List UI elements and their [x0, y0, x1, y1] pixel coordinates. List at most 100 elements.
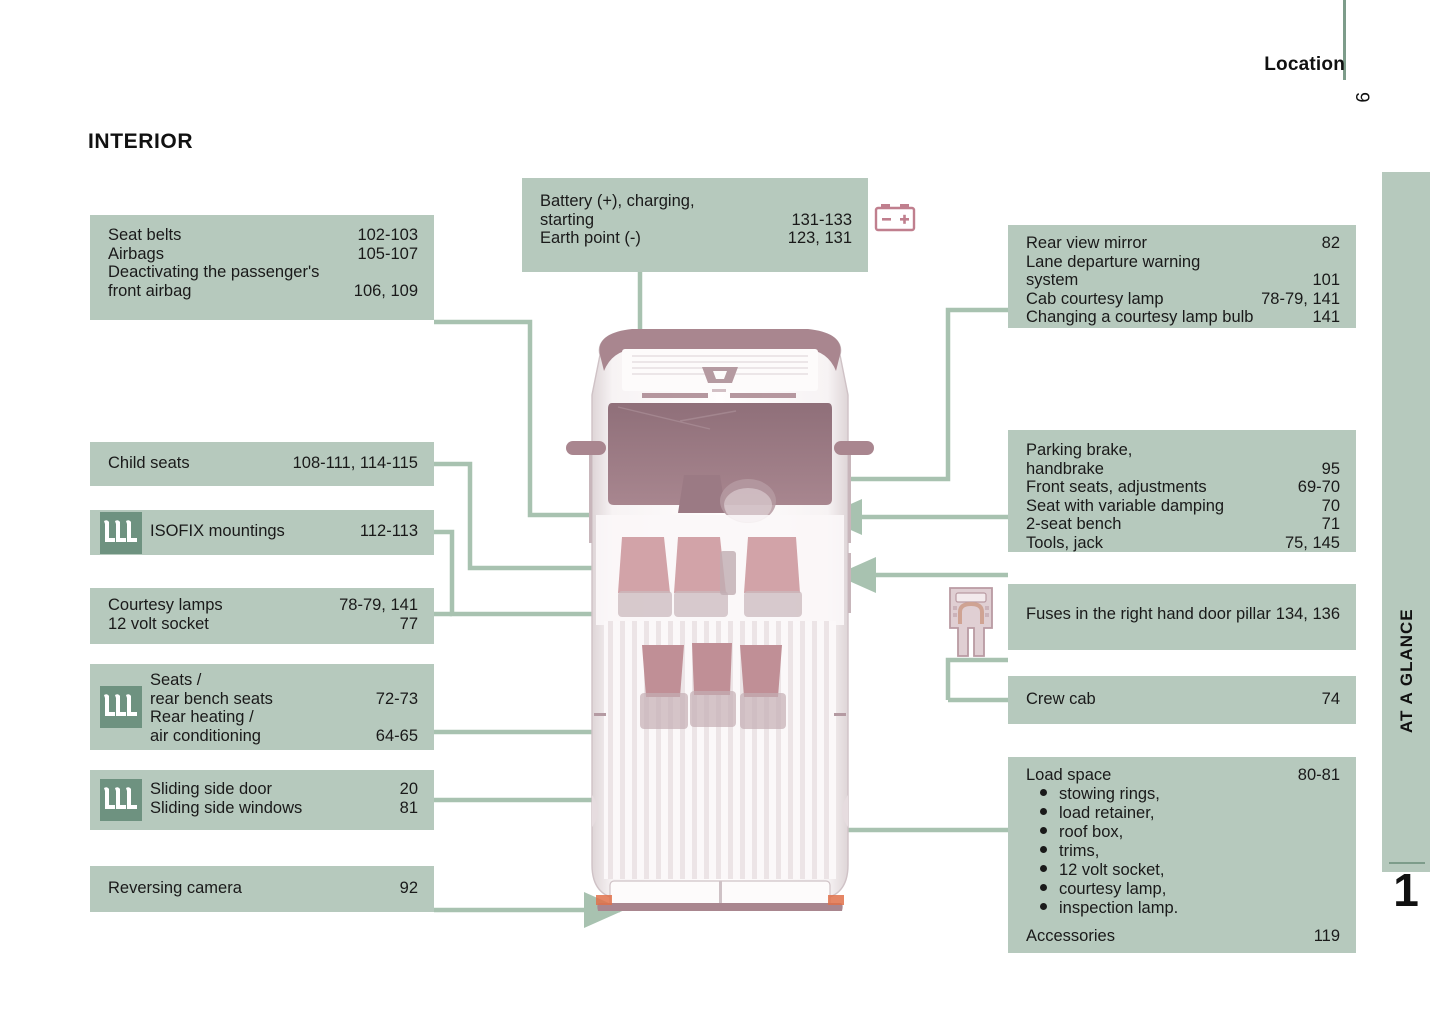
fuse-icon — [949, 587, 993, 657]
callout-rear-view-mirror[interactable]: Rear view mirror 82 Lane departure warni… — [1008, 225, 1356, 328]
callout-parking-brake[interactable]: Parking brake, handbrake 95 Front seats,… — [1008, 430, 1356, 552]
table-row: Courtesy lamps 78-79, 141 — [108, 596, 418, 615]
table-row: Seat belts 102-103 — [108, 226, 418, 245]
callout-seat-belts[interactable]: Seat belts 102-103 Airbags 105-107 Deact… — [90, 215, 434, 320]
table-row: Earth point (-) 123, 131 — [540, 229, 852, 248]
row-label: Parking brake, — [1026, 441, 1133, 459]
table-row: Fuses in the right hand door pillar 134,… — [1026, 605, 1340, 624]
callout-crew-cab[interactable]: Crew cab 74 — [1008, 676, 1356, 724]
vehicle-illustration — [566, 329, 874, 911]
bullet-icon — [1040, 845, 1047, 853]
row-label: Changing a courtesy lamp bulb — [1026, 308, 1254, 326]
row-label: Child seats — [108, 454, 190, 472]
bullet-icon — [1040, 883, 1047, 891]
table-row: Deactivating the passenger's — [108, 263, 418, 282]
table-row: handbrake 95 — [1026, 460, 1340, 479]
row-label: Airbags — [108, 244, 164, 263]
list-item: stowing rings, — [1026, 785, 1340, 804]
list-item: trims, — [1026, 842, 1340, 861]
row-page: 81 — [399, 798, 418, 817]
bullet-icon — [1040, 807, 1047, 815]
table-row: Sliding side windows 81 — [150, 799, 418, 818]
row-label: Rear view mirror — [1026, 234, 1148, 252]
row-label: Earth point (-) — [540, 229, 641, 247]
row-label: Battery (+), charging, — [540, 192, 695, 210]
row-label: Crew cab — [1026, 690, 1096, 708]
row-page: 82 — [1321, 234, 1340, 252]
row-label: Seat with variable damping — [1026, 496, 1225, 515]
table-row: Rear heating / — [150, 708, 418, 727]
callout-load-space[interactable]: Load space 80-81 stowing rings, load ret… — [1008, 757, 1356, 953]
row-label: Rear heating / — [150, 708, 254, 726]
row-page: 123, 131 — [787, 229, 852, 247]
row-label: Tools, jack — [1026, 533, 1104, 552]
row-label: Courtesy lamps — [108, 596, 223, 614]
callout-child-seats[interactable]: Child seats 108-111, 114-115 — [90, 442, 434, 486]
table-row: Changing a courtesy lamp bulb 141 — [1026, 308, 1340, 327]
index-tab-label: AT A GLANCE — [1397, 608, 1417, 733]
row-label: ISOFIX mountings — [150, 522, 285, 540]
table-row: Lane departure warning — [1026, 253, 1340, 272]
row-page: 134, 136 — [1275, 605, 1340, 623]
row-label: Load space — [1026, 766, 1112, 784]
table-row: Rear view mirror 82 — [1026, 234, 1340, 253]
bullet-icon — [1040, 826, 1047, 834]
list-item: courtesy lamp, — [1026, 880, 1340, 899]
callout-isofix-mountings[interactable]: ISOFIX mountings 112-113 — [90, 510, 434, 555]
table-row: Accessories 119 — [1026, 927, 1340, 946]
table-row: Seat with variable damping 70 — [1026, 497, 1340, 516]
row-label: Seats / — [150, 671, 202, 689]
list-item: inspection lamp. — [1026, 899, 1340, 918]
callout-courtesy-lamps[interactable]: Courtesy lamps 78-79, 141 12 volt socket… — [90, 588, 434, 644]
row-label: Reversing camera — [108, 879, 242, 897]
isofix-seats-icon — [100, 686, 142, 728]
row-page: 20 — [399, 780, 418, 798]
bullet-icon — [1040, 788, 1047, 796]
callout-sliding-side-door[interactable]: Sliding side door 20 Sliding side window… — [90, 770, 434, 830]
row-page: 102-103 — [357, 226, 418, 244]
row-page: 74 — [1321, 690, 1340, 708]
list-item: roof box, — [1026, 823, 1340, 842]
row-label: front airbag — [108, 281, 192, 300]
table-row: Tools, jack 75, 145 — [1026, 534, 1340, 553]
index-tab[interactable] — [1382, 172, 1430, 872]
row-page: 71 — [1321, 515, 1340, 533]
table-row: Crew cab 74 — [1026, 690, 1340, 709]
row-page: 64-65 — [375, 726, 418, 745]
row-page: 108-111, 114-115 — [292, 454, 418, 472]
list-item-label: roof box, — [1059, 822, 1124, 841]
row-page: 70 — [1321, 496, 1340, 515]
row-label: Fuses in the right hand door pillar — [1026, 605, 1271, 623]
table-row: Child seats 108-111, 114-115 — [108, 454, 418, 473]
row-label: 2-seat bench — [1026, 515, 1122, 533]
table-row: 2-seat bench 71 — [1026, 515, 1340, 534]
table-row: Cab courtesy lamp 78-79, 141 — [1026, 290, 1340, 309]
battery-icon — [874, 204, 916, 232]
index-tab-number: 1 — [1393, 864, 1419, 916]
row-page: 106, 109 — [353, 281, 418, 300]
row-label: Front seats, adjustments — [1026, 478, 1207, 496]
row-label: Sliding side door — [150, 780, 272, 798]
table-row: rear bench seats 72-73 — [150, 690, 418, 709]
row-page: 101 — [1312, 271, 1340, 289]
callout-seats-rear-bench[interactable]: Seats / rear bench seats 72-73 Rear heat… — [90, 664, 434, 750]
row-page: 80-81 — [1297, 766, 1340, 784]
bullet-icon — [1040, 902, 1047, 910]
row-page: 78-79, 141 — [339, 596, 418, 614]
row-page: 95 — [1321, 459, 1340, 478]
list-item-label: 12 volt socket, — [1059, 860, 1165, 879]
row-page: 141 — [1312, 308, 1340, 326]
row-label: Sliding side windows — [150, 798, 303, 817]
isofix-seats-icon — [100, 511, 142, 554]
row-page: 69-70 — [1297, 478, 1340, 496]
list-item-label: trims, — [1059, 841, 1100, 860]
row-label: 12 volt socket — [108, 614, 209, 633]
row-page: 92 — [399, 879, 418, 897]
row-page: 77 — [399, 614, 418, 633]
callout-reversing-camera[interactable]: Reversing camera 92 — [90, 866, 434, 912]
callout-fuses[interactable]: Fuses in the right hand door pillar 134,… — [1008, 584, 1356, 650]
table-row: 12 volt socket 77 — [108, 615, 418, 634]
table-row: Seats / — [150, 671, 418, 690]
callout-battery[interactable]: Battery (+), charging, starting 131-133 … — [522, 178, 868, 272]
